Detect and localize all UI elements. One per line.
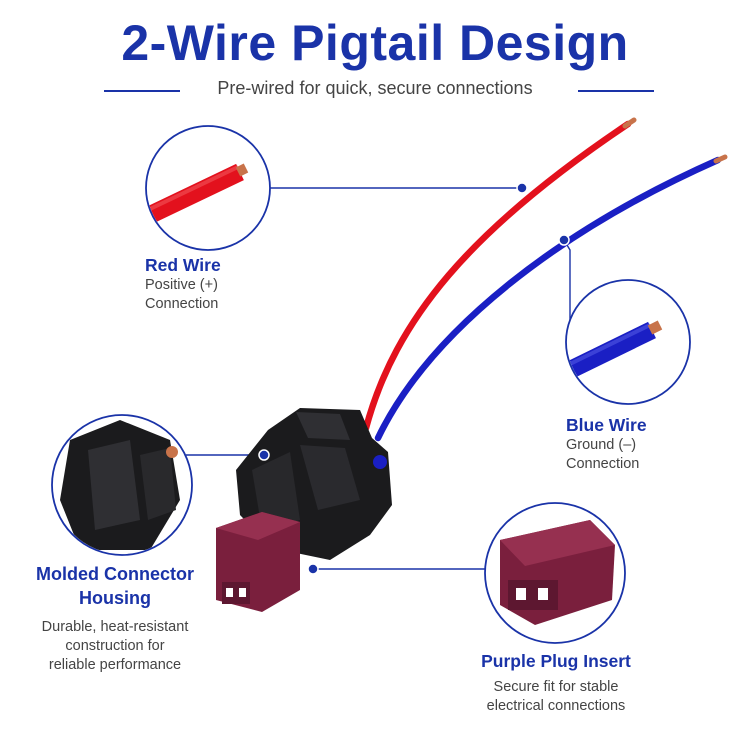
detail-circle-plug: [484, 502, 626, 644]
red-wire: [362, 120, 632, 432]
detail-circle-blue-wire: [565, 279, 691, 405]
plug-title: Purple Plug Insert: [481, 651, 631, 671]
housing-title-1: Molded Connector: [36, 564, 194, 584]
red-wire-title: Red Wire: [145, 255, 221, 275]
blue-wire-tip: [713, 154, 728, 164]
subtitle-rule-left: [104, 90, 180, 92]
purple-plug: [216, 512, 300, 612]
callout-plug: Purple Plug Insert Secure fit for stable…: [462, 650, 650, 716]
housing-desc-1: Durable, heat-resistant: [41, 619, 189, 635]
callout-red-wire: Red Wire Positive (+) Connection: [145, 254, 221, 314]
callout-blue-wire: Blue Wire Ground (–) Connection: [566, 414, 647, 474]
page-title: 2-Wire Pigtail Design: [121, 15, 629, 71]
housing-desc-3: reliable performance: [48, 657, 182, 673]
blue-wire-title: Blue Wire: [566, 415, 647, 435]
detail-circle-red-wire: [145, 125, 271, 251]
blue-wire: [374, 156, 722, 442]
plug-desc-1: Secure fit for stable: [493, 679, 619, 695]
red-wire-desc-1: Positive (+): [145, 277, 218, 293]
dot-red-wire: [516, 182, 528, 194]
detail-circle-housing: [51, 414, 193, 556]
blue-wire-desc-1: Ground (–): [566, 437, 637, 453]
red-wire-desc-2: Connection: [145, 296, 219, 312]
subtitle-row: Pre-wired for quick, secure connections: [0, 78, 750, 104]
dot-blue-wire: [558, 234, 570, 246]
housing-desc-2: construction for: [65, 638, 165, 654]
dot-housing: [258, 449, 270, 461]
leader-blue-wire: [563, 239, 571, 332]
page-subtitle: Pre-wired for quick, secure connections: [217, 78, 533, 98]
plug-desc-2: electrical connections: [486, 698, 626, 714]
blue-wire-desc-2: Connection: [566, 456, 640, 472]
subtitle-rule-right: [578, 90, 654, 92]
dot-plug: [307, 563, 319, 575]
red-wire-tip: [622, 117, 637, 129]
callout-housing: Molded Connector Housing Durable, heat-r…: [20, 562, 210, 675]
housing-title-2: Housing: [79, 588, 151, 608]
